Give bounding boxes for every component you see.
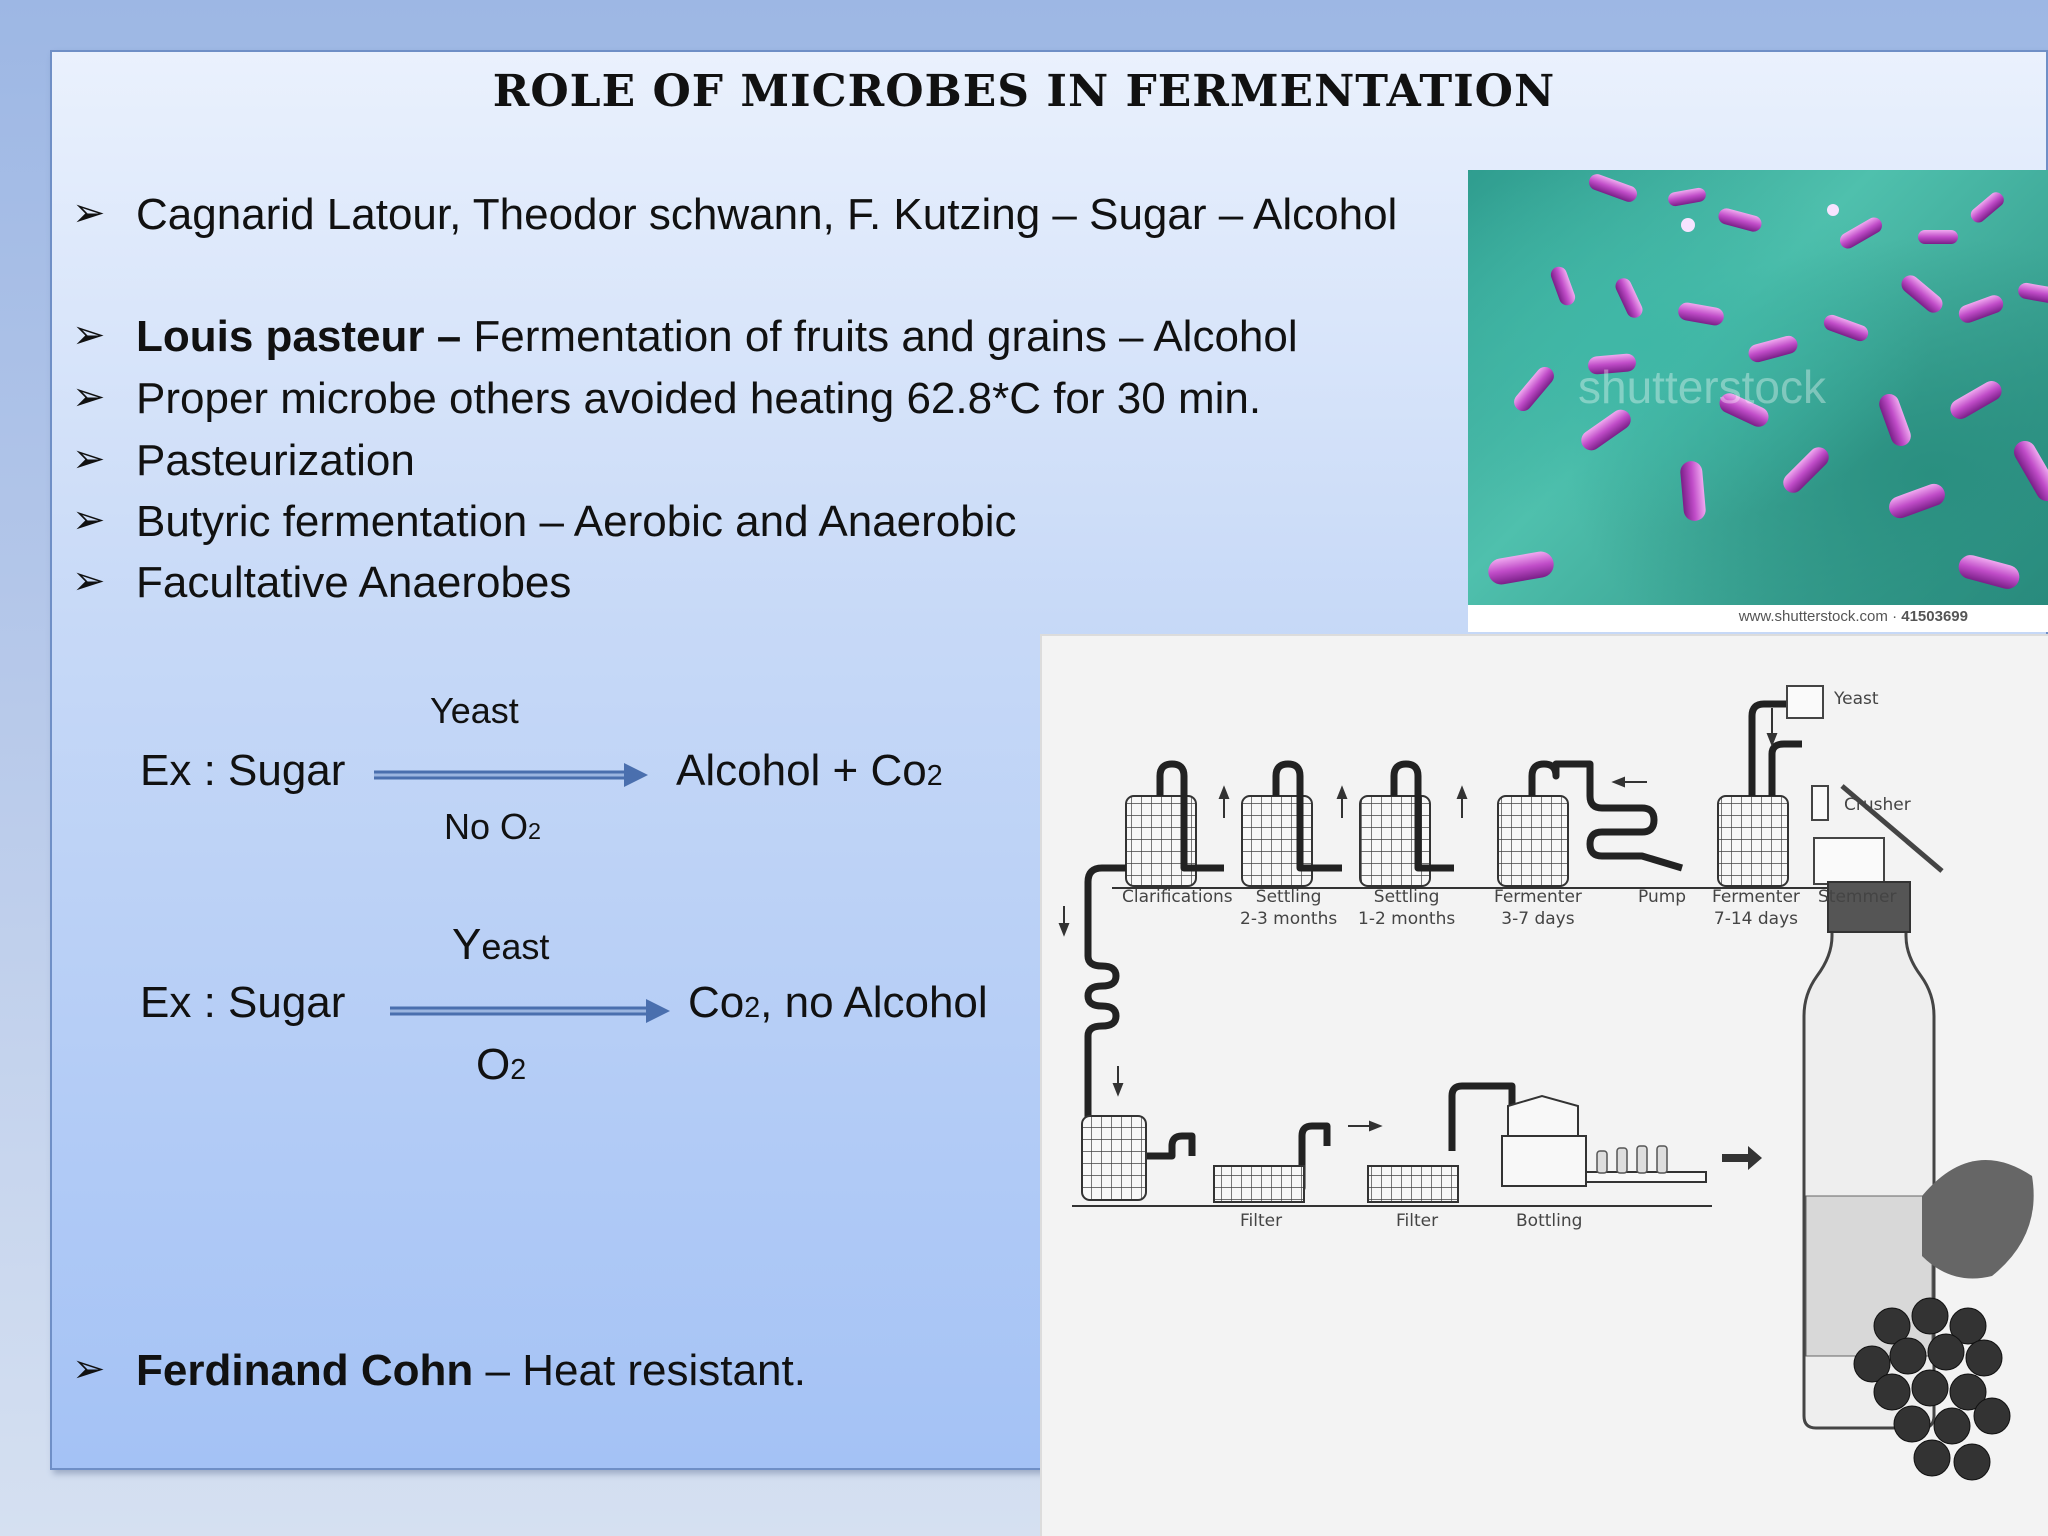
bullet-text: Proper microbe others avoided heating 62… [136,374,1262,423]
label-crusher: Crusher [1844,795,1911,815]
arrow-bullet-icon: ➢ [72,1346,106,1392]
label-yeast: Yeast [1834,689,1879,709]
eq1-below-text: No O [444,806,529,847]
eq1-below-subscript: 2 [528,818,542,844]
shutterstock-watermark: shutterstock [1578,361,1826,413]
bullet-item: ➢ Facultative Anaerobes [72,558,571,608]
label-line: 1-2 months [1358,909,1456,929]
eq1-reactant: Ex : Sugar [140,746,346,795]
caption-separator: · [1887,608,1902,625]
label-line: Pump [1638,887,1687,907]
bullet-item: ➢ Ferdinand Cohn – Heat resistant. [72,1346,806,1396]
arrow-bullet-icon: ➢ [72,497,106,543]
label-line: Clarifications [1122,887,1233,907]
eq2-below-text: O [476,1040,511,1089]
label-filter-1: Filter [1240,1211,1283,1231]
eq2-below-subscript: 2 [510,1054,527,1086]
label-line: Fermenter [1494,887,1582,907]
label-bottling: Bottling [1516,1211,1583,1231]
label-line: Fermenter [1712,887,1800,907]
label-line: 3-7 days [1501,909,1575,929]
eq2-arrow-icon [390,999,670,1023]
bullet-item: ➢ Louis pasteur – Fermentation of fruits … [72,312,1298,362]
bullet-text: Butyric fermentation – Aerobic and Anaer… [136,497,1017,546]
eq2-below-label: O2 [476,1040,526,1090]
slide-title: ROLE OF MICROBES IN FERMENTATION [492,66,1556,117]
photo-caption: www.shutterstock.com · 41503699 [1468,608,2048,625]
arrow-bullet-icon: ➢ [72,558,106,604]
eq2-product-rest: , no Alcohol [760,978,988,1027]
bullet-item: ➢ Pasteurization [72,436,415,486]
eq2-product-subscript: 2 [744,992,761,1024]
label-line: 2-3 months [1240,909,1338,929]
caption-id: 41503699 [1901,608,1968,625]
eq2-reactant: Ex : Sugar [140,978,346,1027]
eq2-above-label: Yeast [452,920,549,970]
label-line: 7-14 days [1713,909,1799,929]
eq1-below-label: No O2 [444,806,541,848]
label-line: Settling [1373,887,1440,907]
eq1-product-text: Alcohol + Co [676,746,927,795]
arrow-bullet-icon: ➢ [72,374,106,420]
arrow-bullet-icon: ➢ [72,190,106,236]
eq2-product-text: Co [688,978,745,1027]
label-stemmer: Stemmer [1818,886,1896,908]
eq1-product-subscript: 2 [926,760,943,792]
arrow-bullet-icon: ➢ [72,436,106,482]
arrow-bullet-icon: ➢ [72,312,106,358]
caption-site: www.shutterstock.com [1738,608,1888,625]
bullet-item: ➢ Butyric fermentation – Aerobic and Ana… [72,497,1017,547]
label-pump: Pump [1638,886,1686,908]
eq2-product: Co2, no Alcohol [688,978,988,1028]
bullet-text: – Heat resistant. [473,1346,806,1395]
bacteria-photo: shutterstock www.shutterstock.com · 4150… [1468,170,2048,632]
label-clarifications: Clarifications [1122,886,1233,908]
label-filter-2: Filter [1396,1211,1439,1231]
bacteria-illustration [1488,174,2048,589]
bullet-bold-text: Louis pasteur – [136,312,462,361]
eq1-product: Alcohol + Co2 [676,746,943,796]
bullet-item: ➢ Cagnarid Latour, Theodor schwann, F. Ku… [72,190,1397,240]
label-line: Settling [1255,887,1322,907]
eq2-above-rest: east [481,926,550,967]
eq2-above-initial: Y [452,920,482,969]
process-diagram-illustration [1058,685,2034,1481]
bullet-text: Fermentation of fruits and grains – Alco… [461,312,1298,361]
bullet-item: ➢ Proper microbe others avoided heating 6… [72,374,1261,424]
eq1-above-label: Yeast [430,690,519,731]
bullet-text: Facultative Anaerobes [136,558,572,607]
bacteria-image: shutterstock [1468,170,2048,605]
label-line: Stemmer [1818,887,1897,907]
bullet-bold-text: Ferdinand Cohn [136,1346,474,1395]
bullet-text: Cagnarid Latour, Theodor schwann, F. Kut… [136,190,1398,239]
eq1-arrow-icon [374,763,648,787]
bullet-text: Pasteurization [136,436,415,485]
